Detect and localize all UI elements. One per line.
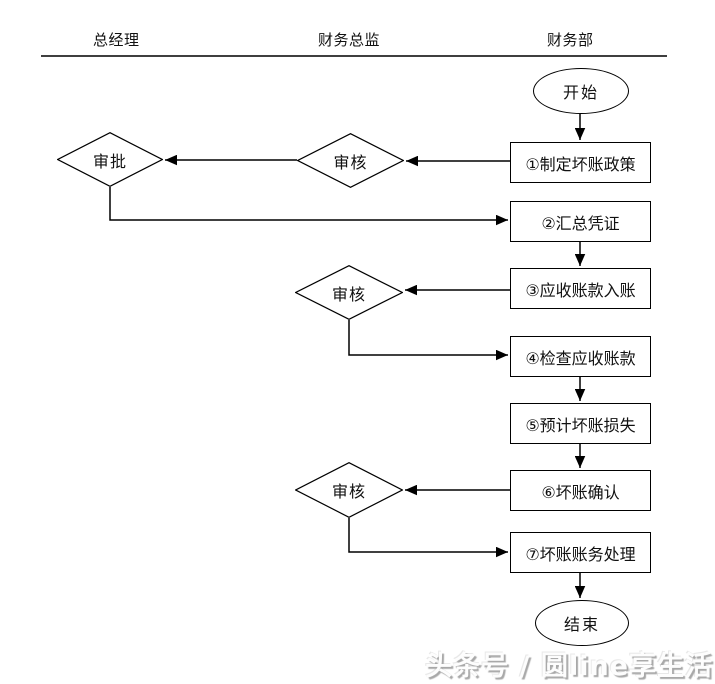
connector-review2-to-step4 [348, 320, 508, 361]
connector-approve-to-step2 [109, 187, 508, 226]
diamond-shape [295, 265, 403, 320]
decision-review-1-label: 审核 [333, 152, 368, 172]
process-step-5: ⑤预计坏账损失 [510, 403, 651, 444]
diamond-shape [295, 462, 403, 518]
diamond-shape [57, 132, 163, 187]
process-step-1: ①制定坏账政策 [510, 142, 651, 183]
decision-approve-label: 审批 [92, 151, 127, 171]
decision-approve: 审批 [57, 132, 163, 187]
start-label: 开始 [562, 83, 599, 102]
connector-review3-to-step7 [348, 518, 508, 558]
decision-review-2-label: 审核 [331, 284, 366, 304]
process-step-3-label: ③应收账款入账 [525, 280, 636, 300]
lane-label-finance-director: 财务总监 [318, 31, 381, 49]
decision-review-3: 审核 [295, 462, 403, 518]
decision-review-1: 审核 [297, 133, 404, 188]
process-step-2: ②汇总凭证 [510, 201, 651, 242]
decision-review-3-label: 审核 [331, 482, 366, 501]
process-step-1-label: ①制定坏账政策 [525, 154, 636, 174]
process-step-7-label: ⑦坏账账务处理 [525, 544, 636, 564]
process-step-4-label: ④检查应收账款 [525, 348, 636, 368]
process-step-4: ④检查应收账款 [510, 336, 651, 377]
lane-label-general-manager: 总经理 [93, 31, 140, 49]
process-step-7: ⑦坏账账务处理 [510, 532, 651, 573]
process-step-5-label: ⑤预计坏账损失 [525, 415, 636, 435]
end-terminator: 结束 [535, 600, 629, 646]
header-divider [41, 55, 667, 57]
decision-review-2: 审核 [295, 265, 403, 320]
process-step-6-label: ⑥坏账确认 [541, 482, 620, 502]
process-step-6: ⑥坏账确认 [510, 470, 651, 511]
watermark-text: 头条号 / 圆line享生活 [425, 651, 713, 682]
end-label: 结束 [563, 615, 600, 634]
start-terminator: 开始 [533, 68, 629, 114]
lane-label-finance-dept: 财务部 [547, 31, 594, 49]
process-step-3: ③应收账款入账 [510, 268, 651, 309]
process-step-2-label: ②汇总凭证 [541, 213, 620, 233]
